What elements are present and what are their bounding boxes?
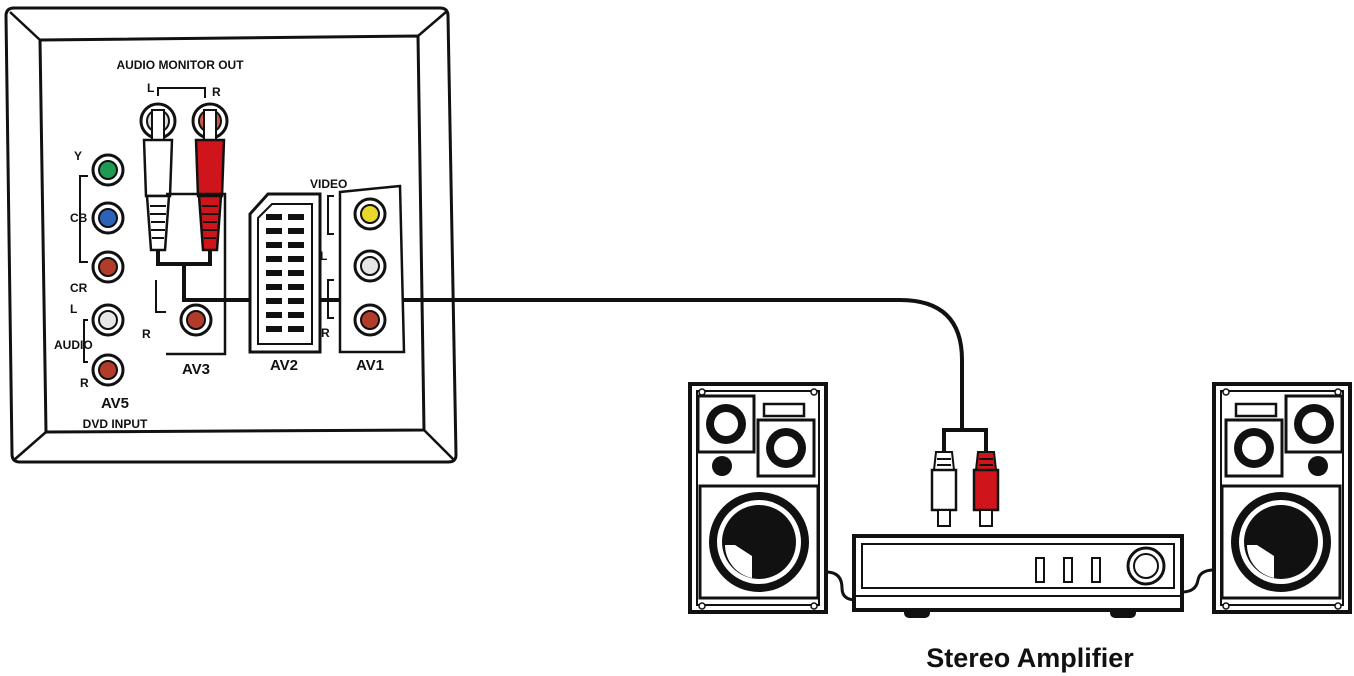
av2-scart-connector[interactable]: [248, 192, 322, 354]
right-speaker-wire: [1181, 568, 1215, 594]
av1-audio-left-jack[interactable]: [353, 249, 387, 283]
audio-monitor-out-label: AUDIO MONITOR OUT: [116, 58, 244, 72]
amp-white-plug: [930, 451, 958, 527]
component-cb-jack[interactable]: [91, 201, 125, 235]
monitor-out-white-plug: [142, 109, 174, 252]
av5-audio-left-jack[interactable]: [91, 303, 125, 337]
av5-audio-right-jack[interactable]: [91, 353, 125, 387]
amp-slider-1[interactable]: [1035, 557, 1045, 583]
component-y-label: Y: [74, 149, 82, 163]
scart-pins: [266, 214, 304, 332]
monitor-out-red-plug: [194, 109, 226, 252]
av3-audio-right-jack[interactable]: [179, 303, 213, 337]
av5-label: AV5: [101, 395, 129, 412]
av2-label: AV2: [270, 357, 298, 374]
av5-left-label: L: [70, 302, 77, 316]
left-speaker-wire: [825, 570, 857, 602]
av1-audio-right-jack[interactable]: [353, 303, 387, 337]
av5-audio-label: AUDIO: [54, 338, 93, 352]
component-cb-label: CB: [70, 211, 88, 225]
amp-volume-knob[interactable]: [1126, 546, 1166, 586]
av1-right-label: R: [321, 326, 330, 340]
right-speaker: [1212, 382, 1352, 614]
tv-rear-panel: [4, 6, 458, 464]
amp-slider-3[interactable]: [1091, 557, 1101, 583]
component-y-jack[interactable]: [91, 153, 125, 187]
amp-red-plug: [972, 451, 1000, 527]
amplifier-title: Stereo Amplifier: [926, 643, 1134, 673]
av1-left-label: L: [320, 249, 327, 263]
component-cr-jack[interactable]: [91, 250, 125, 284]
av5-right-label: R: [80, 376, 89, 390]
component-cr-label: CR: [70, 281, 88, 295]
av3-label: AV3: [182, 361, 210, 378]
monitor-out-right-label: R: [212, 85, 221, 99]
monitor-out-left-label: L: [147, 81, 154, 95]
av3-right-label: R: [142, 327, 151, 341]
dvd-input-label: DVD INPUT: [83, 417, 148, 431]
av1-label: AV1: [356, 357, 384, 374]
audio-cable: [156, 250, 988, 452]
left-speaker: [688, 382, 828, 614]
av1-video-jack[interactable]: [353, 197, 387, 231]
stereo-amplifier: [852, 534, 1184, 618]
amp-slider-2[interactable]: [1063, 557, 1073, 583]
av1-video-label: VIDEO: [310, 177, 347, 191]
